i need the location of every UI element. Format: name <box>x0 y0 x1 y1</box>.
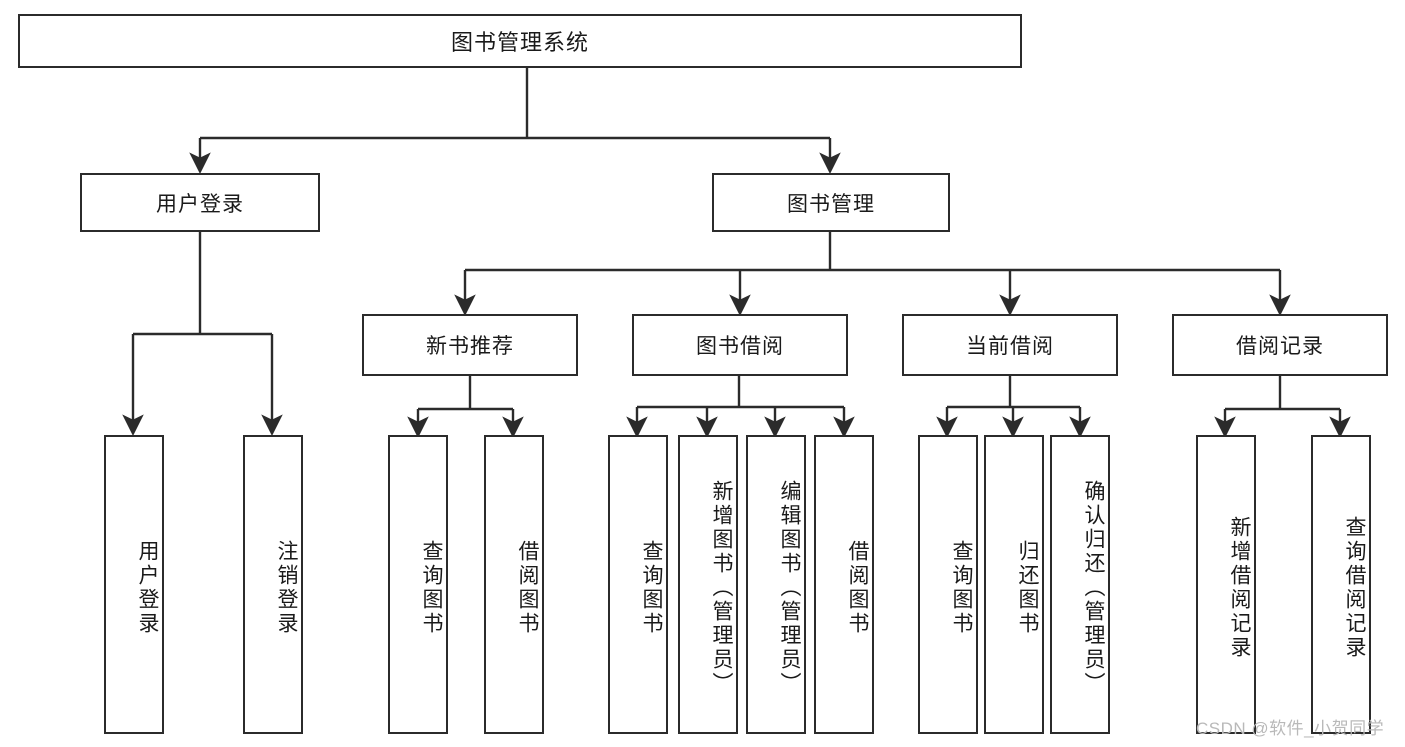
node-current-borrow[interactable]: 当前借阅 <box>902 314 1118 376</box>
watermark-text: CSDN @软件_小贺同学 <box>1196 719 1385 738</box>
node-label: 用户登录 <box>156 192 244 216</box>
node-label: 注销登录 <box>275 539 298 636</box>
leaf-current-query-book[interactable]: 查询图书 <box>918 435 978 734</box>
node-label: 借阅图书 <box>846 539 869 636</box>
node-label: 借阅记录 <box>1236 335 1324 358</box>
node-label: 借阅图书 <box>516 539 539 636</box>
node-label: 新书推荐 <box>426 335 514 358</box>
node-label: 查询图书 <box>640 539 663 636</box>
leaf-record-query-record[interactable]: 查询借阅记录 <box>1311 435 1371 734</box>
leaf-current-return-book[interactable]: 归还图书 <box>984 435 1044 734</box>
leaf-current-confirm-return[interactable]: 确认归还（管理员） <box>1050 435 1110 734</box>
node-book-management[interactable]: 图书管理 <box>712 173 950 232</box>
leaf-borrow-edit-book[interactable]: 编辑图书（管理员） <box>746 435 806 734</box>
node-label: 归还图书 <box>1016 539 1039 636</box>
leaf-user-login-signin[interactable]: 用户登录 <box>104 435 164 734</box>
node-label: 查询图书 <box>950 539 973 636</box>
leaf-record-add-record[interactable]: 新增借阅记录 <box>1196 435 1256 734</box>
node-label: 用户登录 <box>136 539 159 636</box>
leaf-borrow-borrow-book[interactable]: 借阅图书 <box>814 435 874 734</box>
node-label: 编辑图书（管理员） <box>778 479 801 696</box>
node-label: 图书管理系统 <box>450 30 589 55</box>
node-label: 当前借阅 <box>966 335 1054 358</box>
node-label: 新增借阅记录 <box>1228 515 1251 660</box>
node-user-login[interactable]: 用户登录 <box>80 173 320 232</box>
node-label: 确认归还（管理员） <box>1082 479 1105 696</box>
node-new-book-recommend[interactable]: 新书推荐 <box>362 314 578 376</box>
leaf-borrow-query-book[interactable]: 查询图书 <box>608 435 668 734</box>
node-book-borrow[interactable]: 图书借阅 <box>632 314 848 376</box>
leaf-recommend-borrow-book[interactable]: 借阅图书 <box>484 435 544 734</box>
node-label: 新增图书（管理员） <box>710 479 733 696</box>
leaf-borrow-add-book[interactable]: 新增图书（管理员） <box>678 435 738 734</box>
node-label: 查询借阅记录 <box>1343 515 1366 660</box>
leaf-user-login-signout[interactable]: 注销登录 <box>243 435 303 734</box>
node-label: 查询图书 <box>420 539 443 636</box>
node-label: 图书借阅 <box>696 335 784 358</box>
node-root-system[interactable]: 图书管理系统 <box>18 14 1022 68</box>
node-borrow-record[interactable]: 借阅记录 <box>1172 314 1388 376</box>
leaf-recommend-query-book[interactable]: 查询图书 <box>388 435 448 734</box>
node-label: 图书管理 <box>787 192 875 216</box>
